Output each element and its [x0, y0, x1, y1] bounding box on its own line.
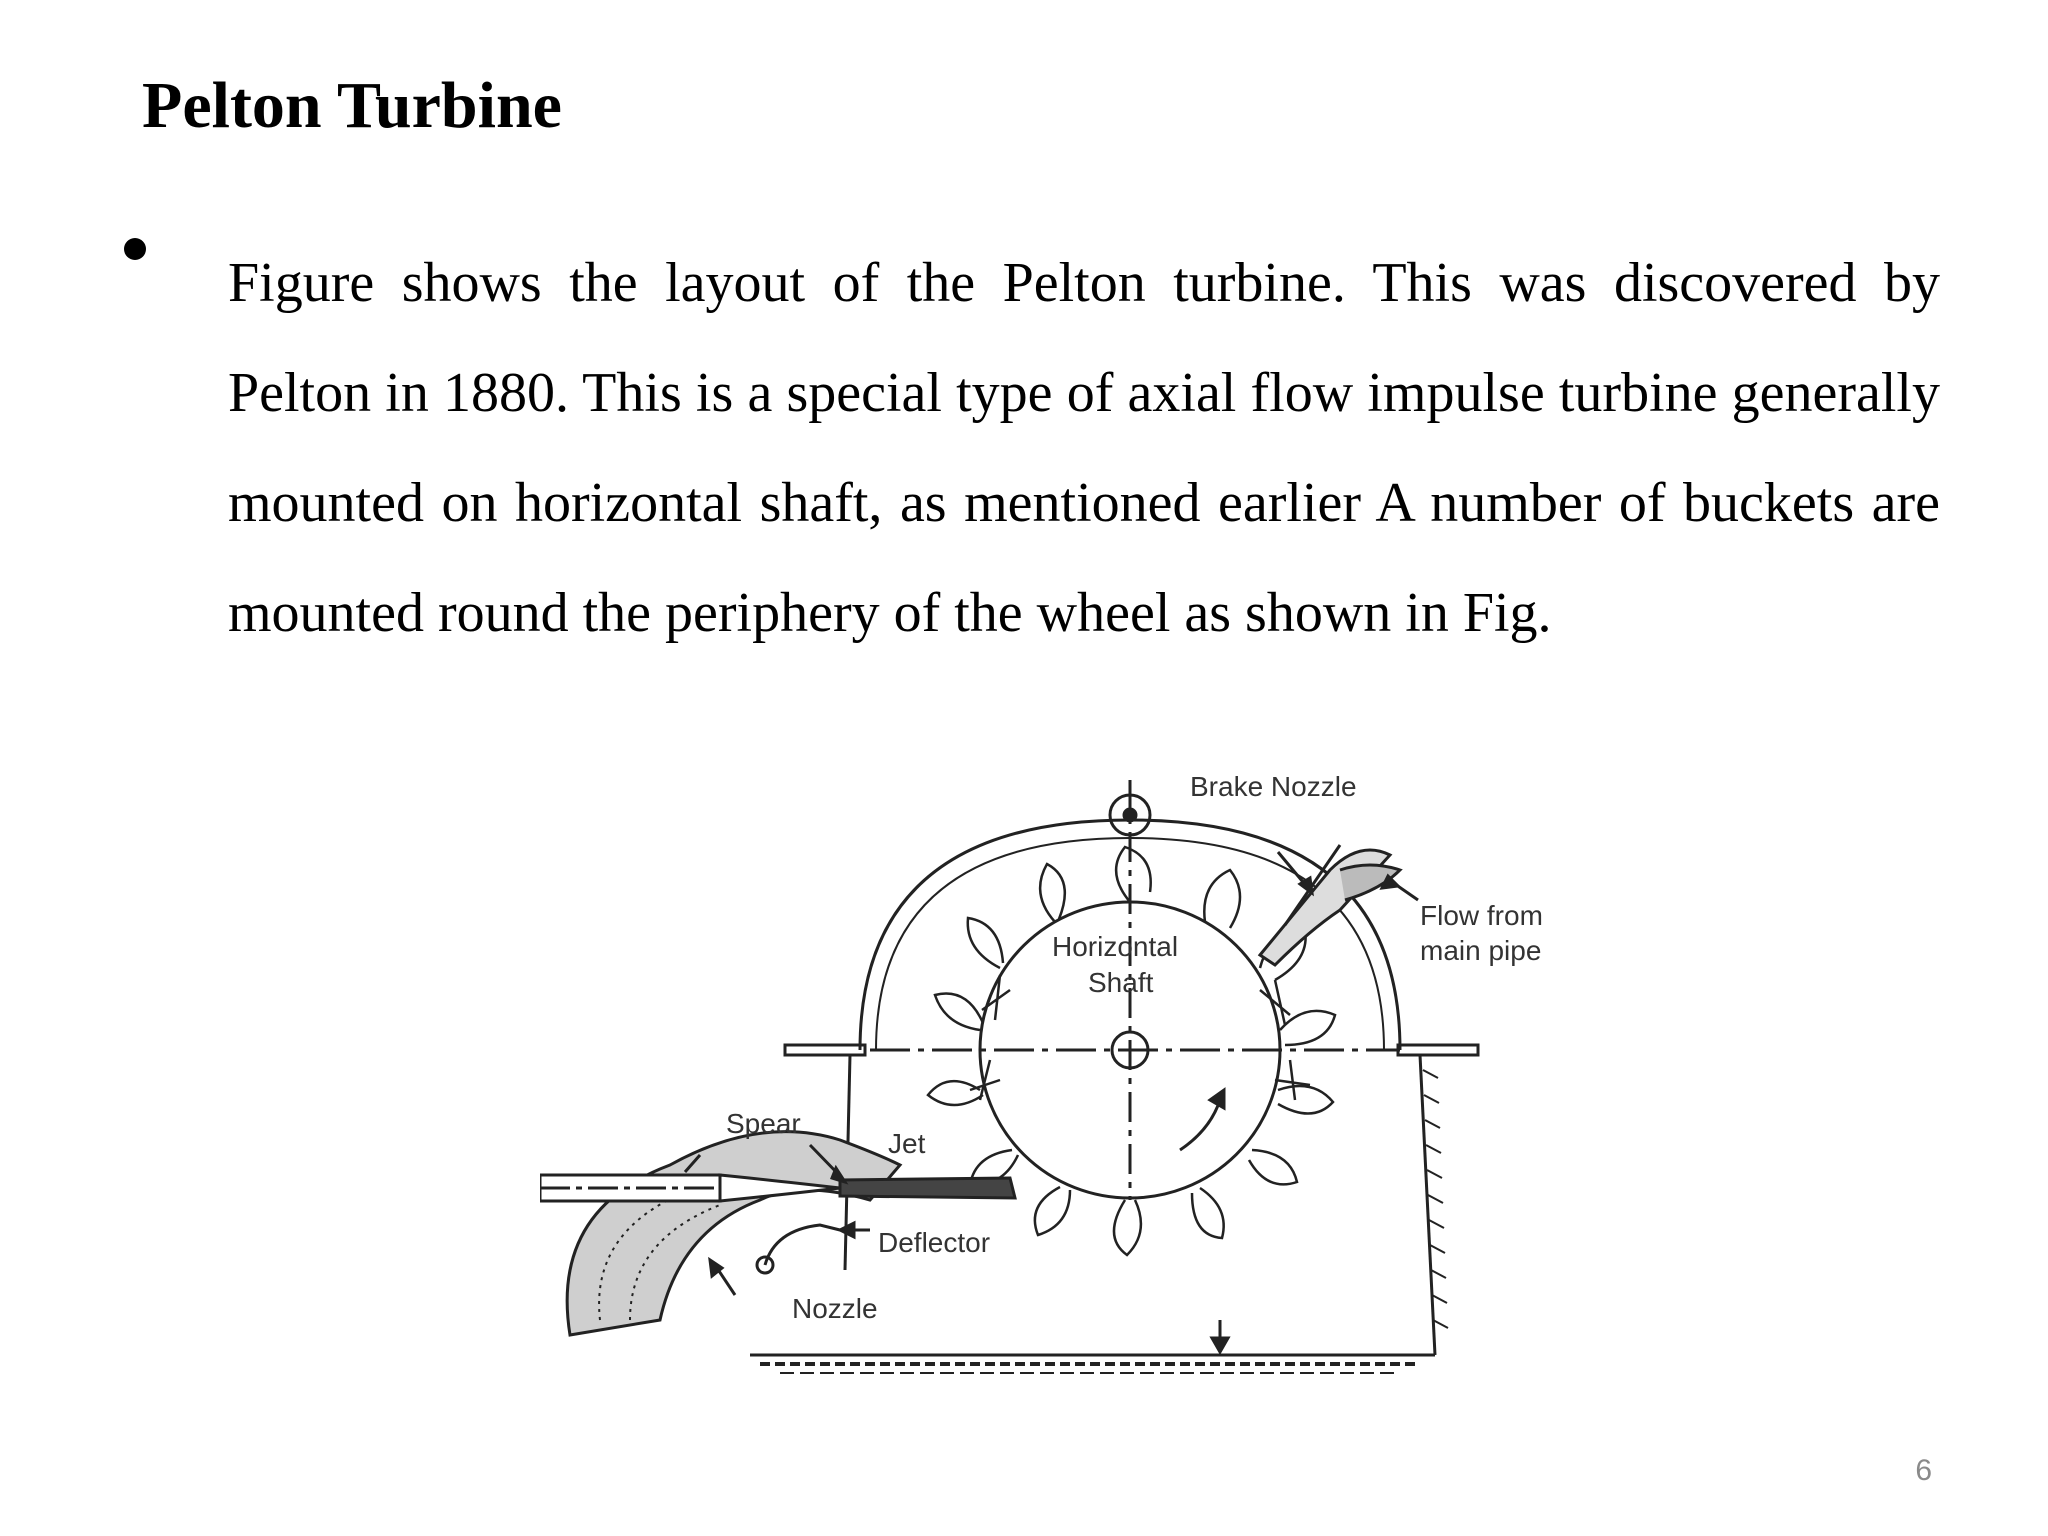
buckets: [926, 845, 1337, 1257]
jet: [838, 1176, 1017, 1200]
wall-hatching: [1422, 1069, 1449, 1329]
shaft-hub: [1110, 1030, 1150, 1070]
pelton-turbine-drawing: Brake Nozzle Flow from main pipe Horizon…: [540, 771, 1543, 1374]
page-number: 6: [1915, 1454, 1932, 1487]
right-flange: [1396, 1043, 1480, 1057]
label-deflector: Deflector: [878, 1227, 990, 1258]
label-horizontal-line1: Horizontal: [1052, 931, 1178, 962]
label-flow-from-line1: Flow from: [1420, 900, 1543, 931]
label-spear: Spear: [726, 1108, 801, 1139]
pelton-turbine-diagram: Brake Nozzle Flow from main pipe Horizon…: [540, 760, 1600, 1400]
deflector: [763, 1223, 841, 1266]
bullet-icon: [124, 238, 146, 260]
left-flange: [783, 1043, 867, 1057]
label-flow-from-line2: main pipe: [1420, 935, 1541, 966]
label-brake-nozzle: Brake Nozzle: [1190, 771, 1357, 802]
label-horizontal-line2: Shaft: [1088, 967, 1154, 998]
bullet-text: Figure shows the layout of the Pelton tu…: [228, 252, 1940, 644]
slide-title: Pelton Turbine: [142, 69, 562, 142]
label-nozzle: Nozzle: [792, 1293, 878, 1324]
label-jet: Jet: [888, 1128, 926, 1159]
